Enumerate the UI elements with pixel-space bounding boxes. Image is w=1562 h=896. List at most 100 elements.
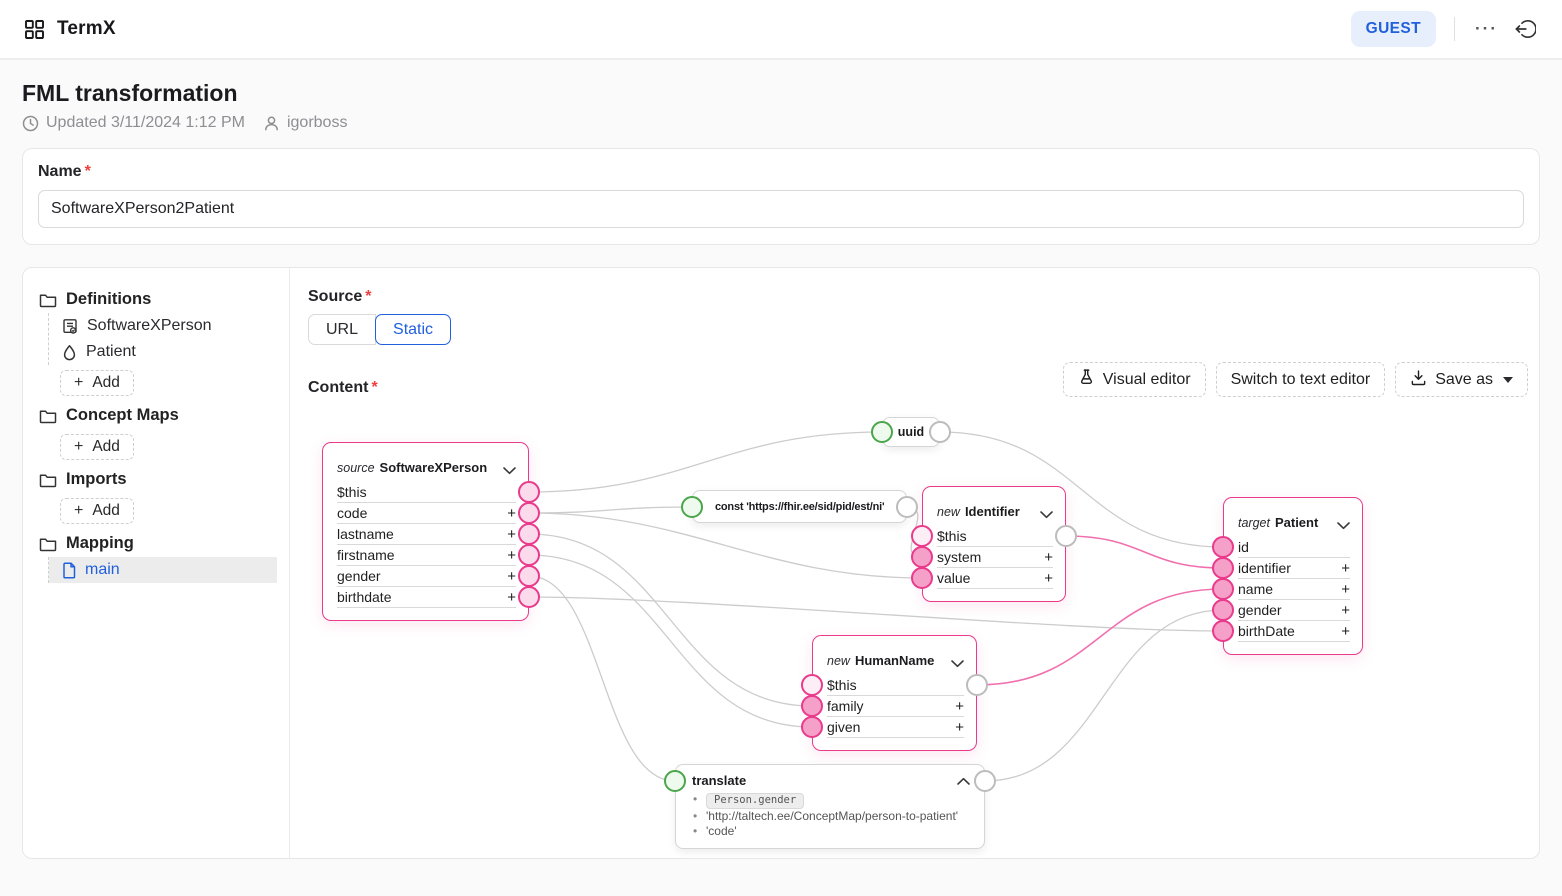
app-header: TermX GUEST ··· [0,0,1562,60]
node-header: new Identifier [923,487,1065,526]
port-uuid-in[interactable] [871,421,893,443]
node-new-humanname[interactable]: new HumanName $this family+ given+ [812,635,977,751]
port-identifier-system[interactable] [911,546,933,568]
node-source-softwarexperson[interactable]: source SoftwareXPerson $this code+ lastn… [322,442,529,621]
app-title[interactable]: TermX [57,18,116,39]
add-element-button[interactable]: + [507,567,516,585]
add-element-button[interactable]: + [507,546,516,564]
port-const-in[interactable] [681,496,703,518]
name-input[interactable] [38,190,1524,228]
add-concept-map-button[interactable]: + Add [60,434,134,460]
required-mark: * [365,288,372,305]
guest-user-button[interactable]: GUEST [1350,11,1437,47]
port-source-lastname[interactable] [518,523,540,545]
tree-section-label: Concept Maps [66,406,179,424]
node-row: $this [337,482,516,503]
page-title: FML transformation [22,80,238,106]
source-static-button[interactable]: Static [375,314,452,345]
add-import-button[interactable]: + Add [60,498,134,524]
port-patient-birthdate[interactable] [1212,620,1234,642]
port-uuid-out[interactable] [929,421,951,443]
port-source-this[interactable] [518,481,540,503]
folder-icon [39,292,57,308]
appstore-grid-icon[interactable] [24,19,45,40]
add-element-button[interactable]: + [955,697,964,715]
node-row: code+ [337,503,516,524]
plus-icon: + [74,502,84,519]
port-patient-name[interactable] [1212,578,1234,600]
tree-section-mapping[interactable]: Mapping [39,530,277,557]
add-element-button[interactable]: + [1044,548,1053,566]
port-patient-identifier[interactable] [1212,557,1234,579]
add-element-button[interactable]: + [1341,559,1350,577]
port-patient-id[interactable] [1212,536,1234,558]
node-const[interactable]: const 'https://fhir.ee/sid/pid/est/ni' [692,490,907,523]
chevron-up-icon[interactable] [957,777,970,785]
node-row: given+ [827,717,964,738]
chevron-down-icon[interactable] [1337,522,1350,530]
flask-icon [1078,368,1095,391]
port-translate-out[interactable] [974,770,996,792]
chevron-down-icon[interactable] [951,660,964,668]
add-element-button[interactable]: + [507,504,516,522]
code-chip: Person.gender [706,793,805,809]
port-humanname-family[interactable] [801,695,823,717]
node-row: lastname+ [337,524,516,545]
port-identifier-this[interactable] [911,525,933,547]
source-url-button[interactable]: URL [308,314,377,345]
port-humanname-this[interactable] [801,674,823,696]
tree-section-concept-maps[interactable]: Concept Maps [39,402,277,429]
add-element-button[interactable]: + [955,718,964,736]
tree-section-imports[interactable]: Imports [39,466,277,493]
editor-pane: Source* URL Static Content* [289,268,1539,858]
chevron-down-icon[interactable] [1040,511,1053,519]
tree-section-definitions[interactable]: Definitions [39,286,277,313]
save-as-button[interactable]: Save as [1395,362,1528,397]
port-identifier-value[interactable] [911,567,933,589]
node-row: $this [827,675,964,696]
add-element-button[interactable]: + [1341,580,1350,598]
mapping-children: main [48,557,277,583]
node-target-patient[interactable]: target Patient id identifier+ name+ gend… [1223,497,1363,655]
tree-item-softwarexperson[interactable]: SoftwareXPerson [49,313,277,339]
node-row: name+ [1238,579,1350,600]
port-patient-gender[interactable] [1212,599,1234,621]
tree-section-label: Definitions [66,290,152,308]
logout-icon[interactable] [1512,16,1538,42]
graph-canvas[interactable]: source SoftwareXPerson $this code+ lastn… [308,407,1528,858]
tree-item-label: main [85,561,120,578]
editor-toolbar: Visual editor Switch to text editor Save… [1062,362,1528,397]
add-definition-button[interactable]: + Add [60,370,134,396]
required-mark: * [84,163,91,180]
switch-to-text-editor-button[interactable]: Switch to text editor [1215,362,1386,397]
port-source-firstname[interactable] [518,544,540,566]
updated-text: Updated 3/11/2024 1:12 PM [46,114,245,131]
add-element-button[interactable]: + [1341,622,1350,640]
tree-item-main[interactable]: main [49,557,277,583]
flame-icon [62,344,77,361]
chevron-down-icon[interactable] [503,467,516,475]
port-source-gender[interactable] [518,565,540,587]
port-source-birthdate[interactable] [518,586,540,608]
tree-item-patient[interactable]: Patient [49,339,277,365]
port-translate-in[interactable] [664,770,686,792]
add-element-button[interactable]: + [1341,601,1350,619]
structure-tree-panel: Definitions SoftwareXPerson [23,268,289,858]
node-row: value+ [937,568,1053,589]
add-element-button[interactable]: + [507,588,516,606]
port-humanname-given[interactable] [801,716,823,738]
node-translate[interactable]: translate Person.gender 'http://taltech.… [675,764,985,849]
definitions-children: SoftwareXPerson Patient [48,313,277,365]
node-new-identifier[interactable]: new Identifier $this system+ value+ [922,486,1066,602]
node-header: target Patient [1224,498,1362,537]
port-identifier-out[interactable] [1055,525,1077,547]
add-element-button[interactable]: + [1044,569,1053,587]
port-const-out[interactable] [896,496,918,518]
node-header: translate [676,765,984,788]
more-options-button[interactable]: ··· [1473,15,1500,43]
port-source-code[interactable] [518,502,540,524]
node-row: id [1238,537,1350,558]
port-humanname-out[interactable] [966,674,988,696]
visual-editor-button[interactable]: Visual editor [1062,362,1206,397]
add-element-button[interactable]: + [507,525,516,543]
